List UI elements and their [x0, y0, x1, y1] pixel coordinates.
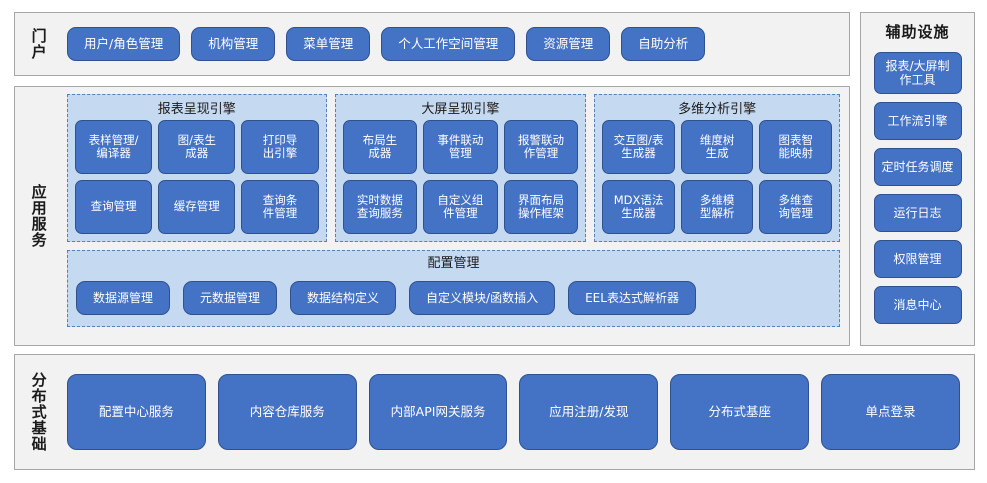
bigscreen-item-event-linkage-management[interactable]: 事件联动 管理 — [423, 120, 498, 174]
portal-button-org-management[interactable]: 机构管理 — [191, 27, 276, 61]
configuration-management-title: 配置管理 — [427, 256, 480, 271]
configuration-management-buttons: 数据源管理 元数据管理 数据结构定义 自定义模块/函数插入 EEL表达式解析器 — [76, 274, 831, 322]
bigscreen-rendering-engine-title: 大屏呈现引擎 — [421, 102, 500, 117]
config-item-metadata-management[interactable]: 元数据管理 — [183, 281, 278, 315]
auxiliary-facilities-list: 报表/大屏制 作工具 工作流引擎 定时任务调度 运行日志 权限管理 消息中心 — [861, 52, 974, 324]
report-item-query-condition-management[interactable]: 查询条 件管理 — [241, 180, 319, 234]
config-item-datasource-management[interactable]: 数据源管理 — [76, 281, 171, 315]
aux-item-permission-management[interactable]: 权限管理 — [873, 240, 962, 278]
auxiliary-facilities-title: 辅助设施 — [885, 23, 950, 41]
dist-item-single-sign-on[interactable]: 单点登录 — [821, 374, 960, 450]
portal-button-user-role-management[interactable]: 用户/角色管理 — [67, 27, 181, 61]
dist-item-content-repository-service[interactable]: 内容仓库服务 — [217, 374, 357, 450]
dist-item-distributed-foundation[interactable]: 分布式基座 — [670, 374, 810, 450]
dist-item-app-registration-discovery[interactable]: 应用注册/发现 — [519, 374, 659, 450]
olap-item-interactive-chart-table-generator[interactable]: 交互图/表 生成器 — [602, 120, 675, 174]
olap-item-dimension-tree-generation[interactable]: 维度树 生成 — [680, 120, 754, 174]
aux-item-message-center[interactable]: 消息中心 — [873, 286, 962, 324]
report-item-chart-table-generator[interactable]: 图/表生 成器 — [158, 120, 236, 174]
bigscreen-rendering-engine-grid: 布局生 成器 事件联动 管理 报警联动 作管理 实时数据 查询服务 自定义组 件… — [342, 120, 579, 234]
bigscreen-item-custom-component-management[interactable]: 自定义组 件管理 — [423, 180, 498, 234]
report-rendering-engine-group: 报表呈现引擎 表样管理/ 编译器 图/表生 成器 打印导 出引擎 查询管理 缓存… — [67, 94, 327, 242]
olap-item-chart-smart-mapping[interactable]: 图表智 能映射 — [759, 120, 832, 174]
distributed-infrastructure-panel: 分布式基础 配置中心服务 内容仓库服务 内部API网关服务 应用注册/发现 分布… — [14, 354, 975, 470]
report-item-cache-management[interactable]: 缓存管理 — [158, 180, 236, 234]
portal-row-label: 门户 — [29, 28, 48, 60]
application-services-body: 报表呈现引擎 表样管理/ 编译器 图/表生 成器 打印导 出引擎 查询管理 缓存… — [67, 94, 840, 337]
engines-row: 报表呈现引擎 表样管理/ 编译器 图/表生 成器 打印导 出引擎 查询管理 缓存… — [67, 94, 840, 242]
dist-item-internal-api-gateway-service[interactable]: 内部API网关服务 — [368, 374, 508, 450]
bigscreen-item-layout-generator[interactable]: 布局生 成器 — [342, 120, 418, 174]
bigscreen-item-alarm-action-management[interactable]: 报警联动 作管理 — [503, 120, 579, 174]
olap-item-multidimensional-query-management[interactable]: 多维查 询管理 — [759, 180, 832, 234]
aux-item-report-dashboard-tool[interactable]: 报表/大屏制 作工具 — [873, 52, 962, 94]
aux-item-runtime-log[interactable]: 运行日志 — [873, 194, 962, 232]
portal-button-menu-management[interactable]: 菜单管理 — [286, 27, 371, 61]
bigscreen-rendering-engine-group: 大屏呈现引擎 布局生 成器 事件联动 管理 报警联动 作管理 实时数据 查询服务… — [334, 94, 587, 242]
olap-item-multidimensional-model-parsing[interactable]: 多维模 型解析 — [680, 180, 754, 234]
portal-button-self-service-analysis[interactable]: 自助分析 — [621, 27, 706, 61]
configuration-management-group: 配置管理 数据源管理 元数据管理 数据结构定义 自定义模块/函数插入 EEL表达… — [67, 250, 840, 327]
config-item-custom-module-function-insert[interactable]: 自定义模块/函数插入 — [409, 281, 556, 315]
portal-button-group: 用户/角色管理 机构管理 菜单管理 个人工作空间管理 资源管理 自助分析 — [67, 13, 839, 75]
config-item-eel-expression-parser[interactable]: EEL表达式解析器 — [568, 281, 696, 315]
multidimensional-analysis-engine-grid: 交互图/表 生成器 维度树 生成 图表智 能映射 MDX语法 生成器 多维模 型… — [602, 120, 832, 234]
dist-item-config-center-service[interactable]: 配置中心服务 — [67, 374, 206, 450]
multidimensional-analysis-engine-group: 多维分析引擎 交互图/表 生成器 维度树 生成 图表智 能映射 MDX语法 生成… — [594, 94, 840, 242]
portal-button-resource-management[interactable]: 资源管理 — [526, 27, 611, 61]
application-services-panel: 应用服务 报表呈现引擎 表样管理/ 编译器 图/表生 成器 打印导 出引擎 查询… — [14, 86, 850, 346]
aux-item-workflow-engine[interactable]: 工作流引擎 — [873, 102, 962, 140]
olap-item-mdx-syntax-generator[interactable]: MDX语法 生成器 — [602, 180, 675, 234]
application-services-row-label: 应用服务 — [29, 184, 48, 248]
report-item-print-export-engine[interactable]: 打印导 出引擎 — [241, 120, 319, 174]
distributed-infrastructure-row-label: 分布式基础 — [29, 372, 48, 452]
bigscreen-item-realtime-data-query-service[interactable]: 实时数据 查询服务 — [342, 180, 418, 234]
bigscreen-item-ui-layout-framework[interactable]: 界面布局 操作框架 — [503, 180, 579, 234]
report-item-query-management[interactable]: 查询管理 — [75, 180, 153, 234]
aux-item-scheduled-task-scheduler[interactable]: 定时任务调度 — [873, 148, 962, 186]
portal-panel: 门户 用户/角色管理 机构管理 菜单管理 个人工作空间管理 资源管理 自助分析 — [14, 12, 850, 76]
report-item-template-management-compiler[interactable]: 表样管理/ 编译器 — [75, 120, 153, 174]
distributed-infrastructure-button-group: 配置中心服务 内容仓库服务 内部API网关服务 应用注册/发现 分布式基座 单点… — [67, 355, 960, 469]
report-rendering-engine-grid: 表样管理/ 编译器 图/表生 成器 打印导 出引擎 查询管理 缓存管理 查询条 … — [75, 120, 319, 234]
config-item-data-structure-definition[interactable]: 数据结构定义 — [290, 281, 397, 315]
auxiliary-facilities-panel: 辅助设施 报表/大屏制 作工具 工作流引擎 定时任务调度 运行日志 权限管理 消… — [860, 12, 975, 346]
portal-button-personal-workspace-management[interactable]: 个人工作空间管理 — [381, 27, 516, 61]
report-rendering-engine-title: 报表呈现引擎 — [157, 102, 236, 117]
multidimensional-analysis-engine-title: 多维分析引擎 — [678, 102, 757, 117]
